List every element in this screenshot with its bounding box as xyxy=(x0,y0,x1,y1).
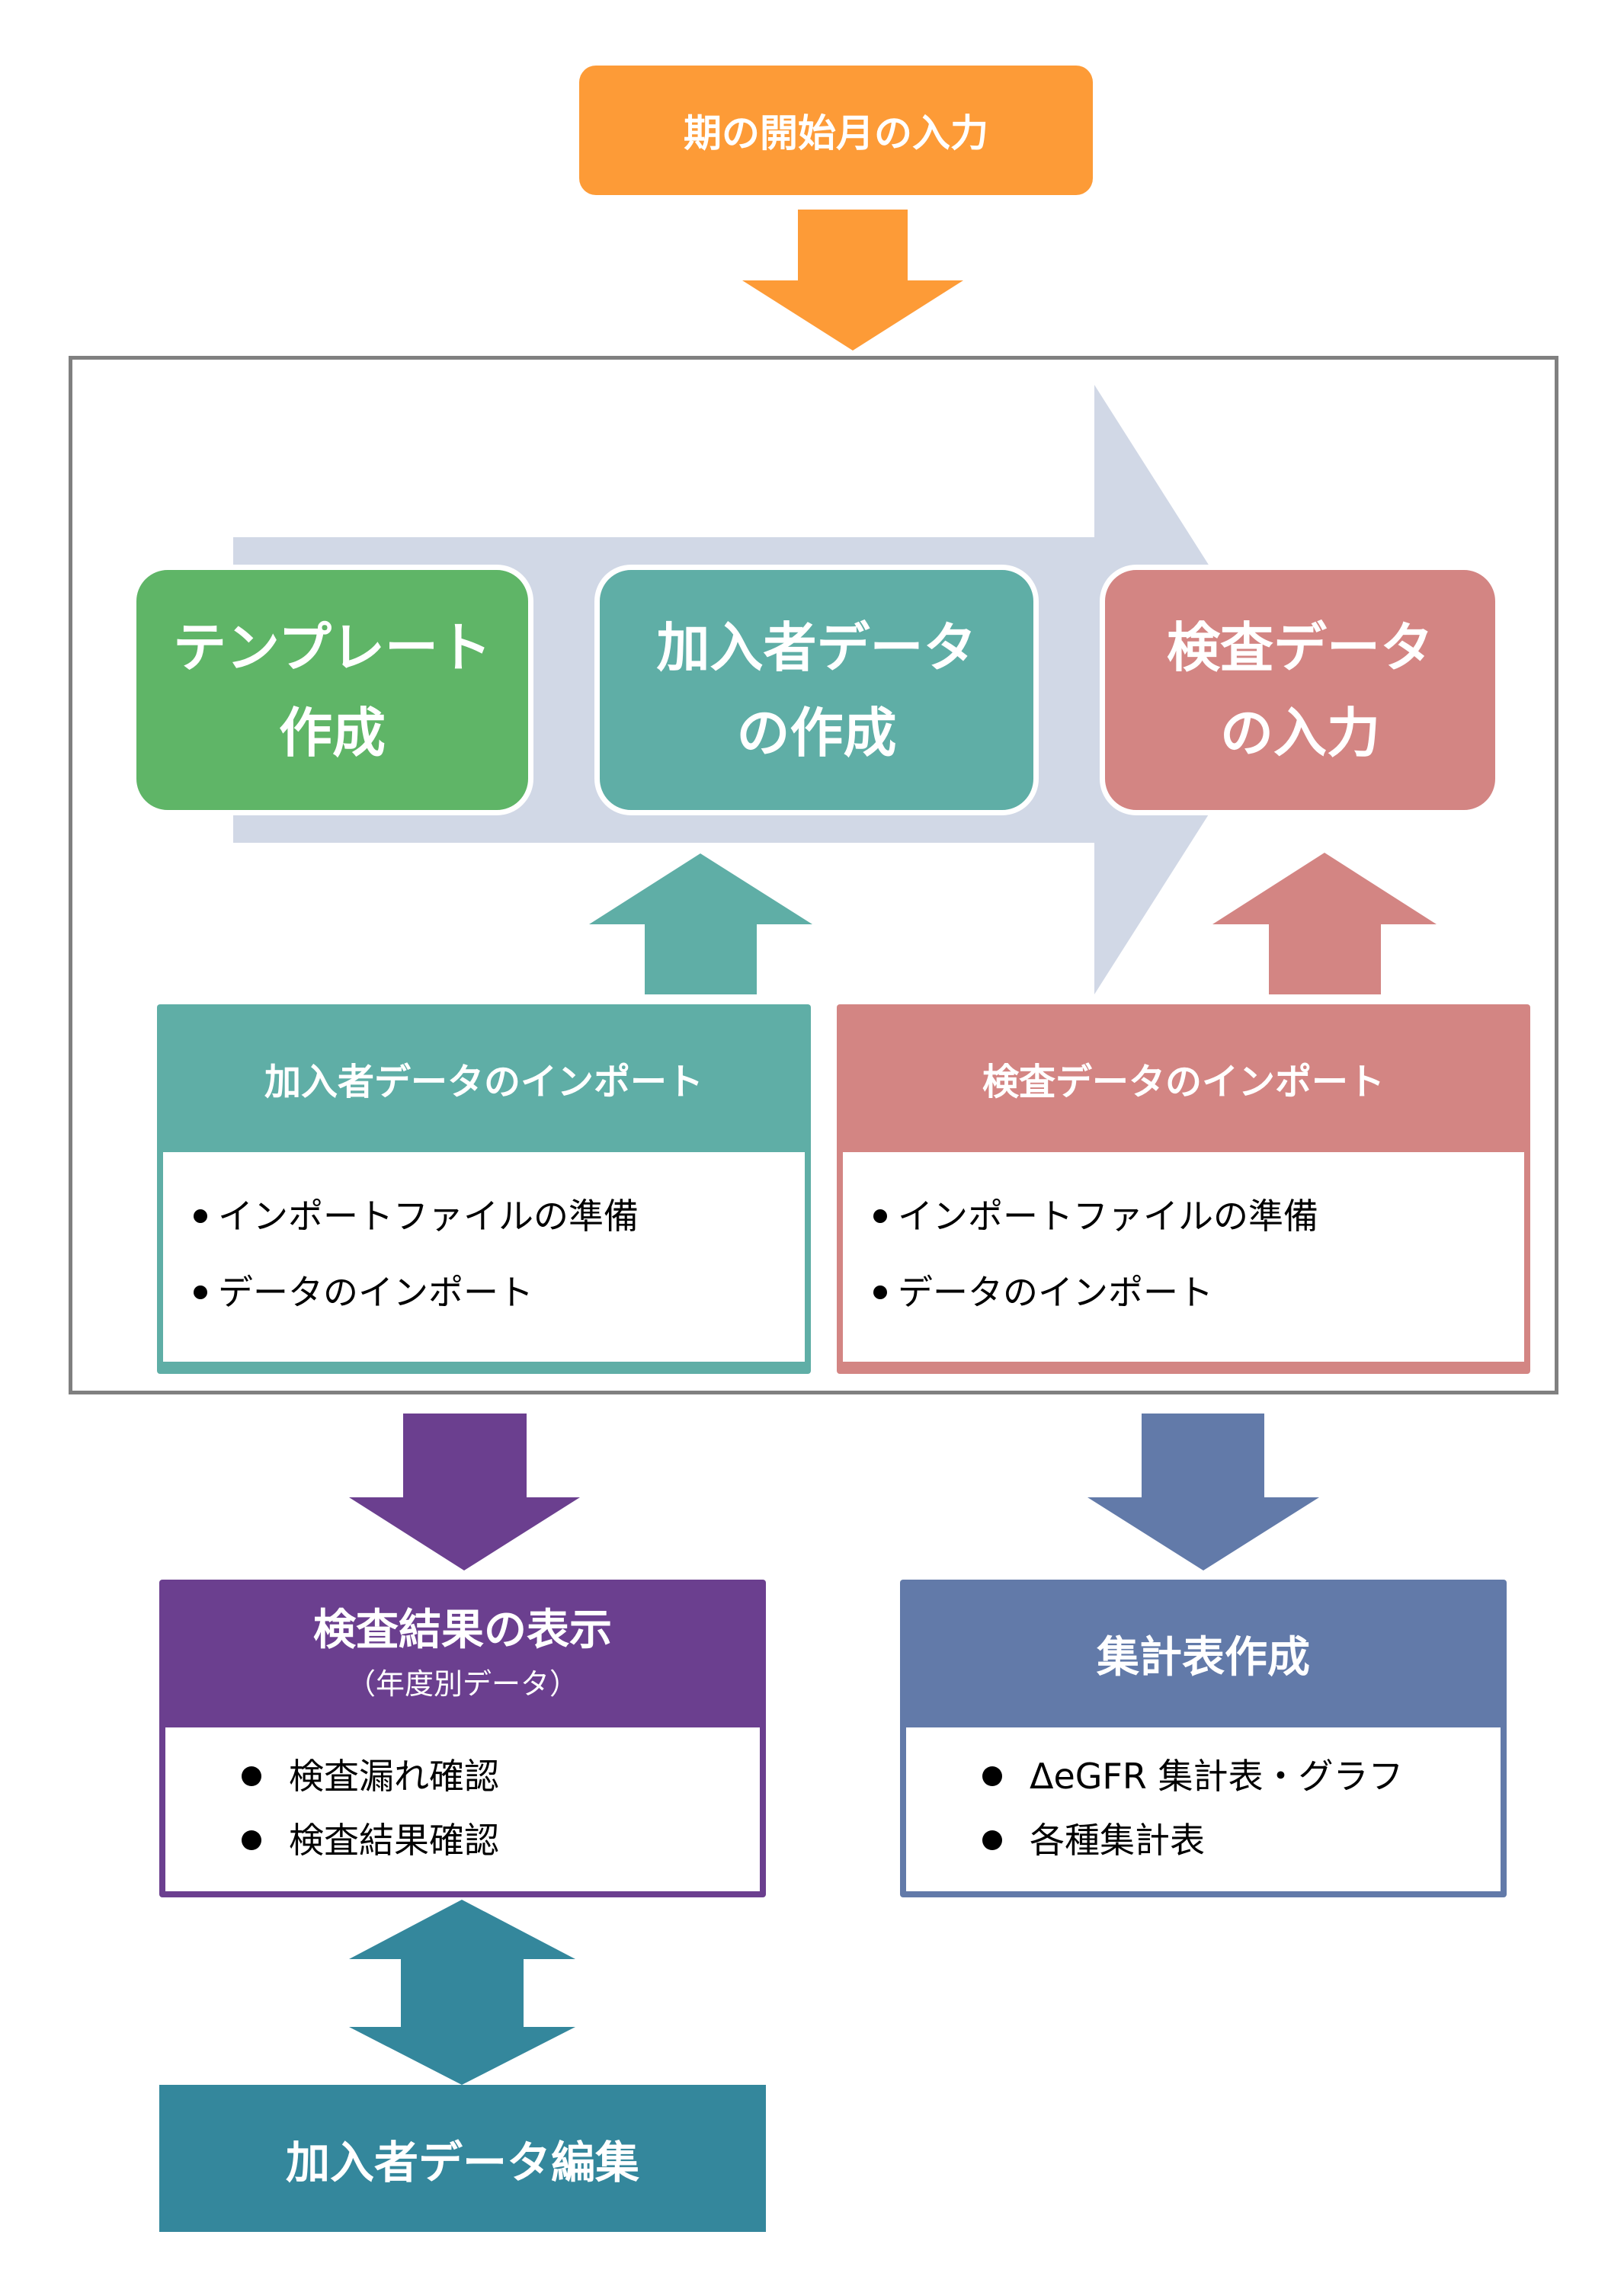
list-item: インポートファイルの準備 xyxy=(194,1178,805,1254)
arrow-down-icon xyxy=(742,210,963,351)
panel-body: 検査漏れ確認 検査結果確認 xyxy=(165,1727,760,1891)
panel-header: 加入者データのインポート xyxy=(163,1004,805,1152)
step-label-line2: の入力 xyxy=(1220,701,1380,764)
panel-header: 集計表作成 xyxy=(906,1580,1501,1727)
step-template-creation[interactable]: テンプレート 作成 xyxy=(131,565,533,815)
list-item-text: データのインポート xyxy=(898,1272,1213,1313)
member-data-edit-box[interactable]: 加入者データ編集 xyxy=(159,2085,766,2232)
bullet-icon xyxy=(982,1830,1002,1850)
bullet-icon xyxy=(194,1209,207,1223)
panel-header: 検査データのインポート xyxy=(843,1004,1524,1152)
panel-subtitle: （年度別データ） xyxy=(346,1667,578,1701)
arrow-down-icon xyxy=(349,1414,580,1570)
arrow-updown-icon xyxy=(349,1900,575,2085)
member-import-panel[interactable]: 加入者データのインポート インポートファイルの準備 データのインポート xyxy=(157,1004,811,1374)
step-label-line2: の作成 xyxy=(736,701,897,764)
bullet-icon xyxy=(242,1830,261,1850)
list-item: 各種集計表 xyxy=(982,1808,1501,1872)
step-exam-data-input[interactable]: 検査データ の入力 xyxy=(1100,565,1501,815)
panel-title: 検査データのインポート xyxy=(982,1061,1385,1103)
list-item: ΔeGFR 集計表・グラフ xyxy=(982,1744,1501,1808)
list-item: インポートファイルの準備 xyxy=(873,1178,1524,1254)
arrow-up-icon xyxy=(589,853,812,994)
list-item-text: データのインポート xyxy=(218,1272,533,1313)
list-item-text: 検査漏れ確認 xyxy=(289,1756,499,1797)
list-item: 検査結果確認 xyxy=(242,1808,760,1872)
list-item-text: インポートファイルの準備 xyxy=(218,1196,639,1237)
bullet-icon xyxy=(873,1209,887,1223)
step-label-line2: 作成 xyxy=(279,701,386,764)
list-item-text: ΔeGFR 集計表・グラフ xyxy=(1030,1756,1404,1797)
list-item-text: 各種集計表 xyxy=(1030,1820,1205,1861)
step-label-line1: 検査データ xyxy=(1167,616,1433,679)
exam-results-panel[interactable]: 検査結果の表示 （年度別データ） 検査漏れ確認 検査結果確認 xyxy=(159,1580,766,1897)
panel-title: 検査結果の表示 xyxy=(313,1606,612,1655)
bullet-icon xyxy=(242,1766,261,1786)
summary-table-panel[interactable]: 集計表作成 ΔeGFR 集計表・グラフ 各種集計表 xyxy=(900,1580,1507,1897)
arrow-up-icon xyxy=(1212,853,1437,994)
list-item: データのインポート xyxy=(194,1254,805,1330)
start-month-input-box[interactable]: 期の開始月の入力 xyxy=(579,66,1093,195)
list-item-text: インポートファイルの準備 xyxy=(898,1196,1318,1237)
process-frame xyxy=(69,356,1558,1394)
panel-title: 加入者データのインポート xyxy=(264,1061,703,1103)
bullet-icon xyxy=(194,1285,207,1299)
exam-import-panel[interactable]: 検査データのインポート インポートファイルの準備 データのインポート xyxy=(837,1004,1530,1374)
panel-header: 検査結果の表示 （年度別データ） xyxy=(165,1580,760,1727)
list-item: データのインポート xyxy=(873,1254,1524,1330)
list-item: 検査漏れ確認 xyxy=(242,1744,760,1808)
arrow-down-icon xyxy=(1087,1414,1319,1570)
step-member-data-creation[interactable]: 加入者データ の作成 xyxy=(594,565,1039,815)
panel-body: インポートファイルの準備 データのインポート xyxy=(163,1152,805,1362)
list-item-text: 検査結果確認 xyxy=(289,1820,499,1861)
start-month-label: 期の開始月の入力 xyxy=(684,111,988,155)
bullet-icon xyxy=(982,1766,1002,1786)
step-label-line1: 加入者データ xyxy=(656,616,977,679)
panel-title: 集計表作成 xyxy=(1097,1632,1310,1682)
edit-label: 加入者データ編集 xyxy=(285,2136,639,2188)
step-label-line1: テンプレート xyxy=(173,616,492,679)
panel-body: ΔeGFR 集計表・グラフ 各種集計表 xyxy=(906,1727,1501,1891)
panel-body: インポートファイルの準備 データのインポート xyxy=(843,1152,1524,1362)
bullet-icon xyxy=(873,1285,887,1299)
